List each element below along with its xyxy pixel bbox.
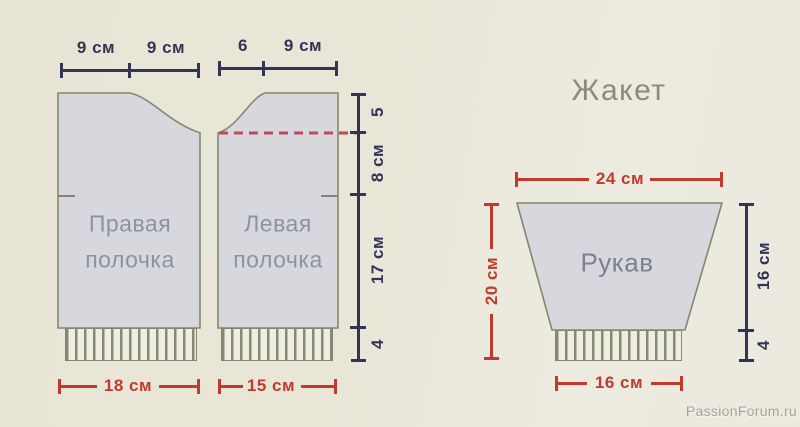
- dim-sleeve-bottom: 16 см: [594, 373, 644, 392]
- dim-rf-top-right: 9 см: [146, 38, 186, 57]
- sleeve-bottom-dimension-right-segment: [651, 376, 683, 391]
- sleeve-label: Рукав: [580, 247, 654, 278]
- sleeve-top-dimension-right-segment: [650, 172, 723, 187]
- left-front-label-line1: Левая: [244, 210, 312, 237]
- left-front-top-dimension-midtick: [262, 61, 265, 76]
- lf-bottom-dimension-left-segment: [218, 379, 243, 394]
- dim-sleeve-side-left: 20 см: [482, 256, 501, 306]
- watermark: PassionForum.ru: [685, 403, 797, 419]
- dim-rf-bottom: 18 см: [103, 376, 153, 395]
- sleeve-left-dimension-top-segment: [484, 203, 499, 249]
- front-side-tick-neck: [350, 131, 366, 134]
- dim-lf-bottom: 15 см: [246, 376, 296, 395]
- lf-bottom-dimension-right-segment: [301, 379, 337, 394]
- sleeve-right-dimension-line: [739, 203, 754, 362]
- dim-sleeve-ribbing: 4: [754, 340, 773, 350]
- left-front-top-dimension-line: [218, 61, 338, 76]
- front-side-dimension-line: [351, 93, 366, 362]
- dim-side-neck-drop: 5: [368, 107, 387, 117]
- dim-side-body: 17 см: [368, 235, 387, 285]
- sleeve-ribbing: [555, 330, 682, 361]
- right-front-piece-shape: [57, 92, 201, 329]
- front-side-tick-armhole: [350, 193, 366, 196]
- dim-lf-top-right: 9 см: [283, 36, 323, 55]
- dim-lf-top-left: 6: [238, 36, 248, 55]
- rf-bottom-dimension-left-segment: [58, 379, 97, 394]
- right-front-top-dimension-midtick: [128, 63, 131, 78]
- front-side-tick-ribbing: [350, 326, 366, 329]
- rf-bottom-dimension-right-segment: [159, 379, 200, 394]
- page-title: Жакет: [571, 74, 667, 107]
- sleeve-top-dimension-left-segment: [515, 172, 589, 187]
- dim-rf-top-left: 9 см: [76, 38, 116, 57]
- sleeve-right-tick-ribbing: [738, 329, 754, 332]
- right-front-label-line2: полочка: [85, 246, 175, 273]
- dim-side-ribbing: 4: [368, 339, 387, 349]
- right-front-label-line1: Правая: [88, 210, 172, 237]
- right-front-ribbing: [65, 328, 197, 361]
- sleeve-bottom-dimension-left-segment: [555, 376, 587, 391]
- dim-sleeve-top: 24 см: [595, 169, 645, 188]
- left-front-label-line2: полочка: [233, 246, 323, 273]
- dim-side-upper: 8 см: [368, 143, 387, 183]
- sleeve-left-dimension-bottom-segment: [484, 314, 499, 360]
- sleeve-piece-shape: [515, 202, 724, 331]
- dim-sleeve-side-right: 16 см: [754, 241, 773, 291]
- left-front-ribbing: [221, 328, 333, 361]
